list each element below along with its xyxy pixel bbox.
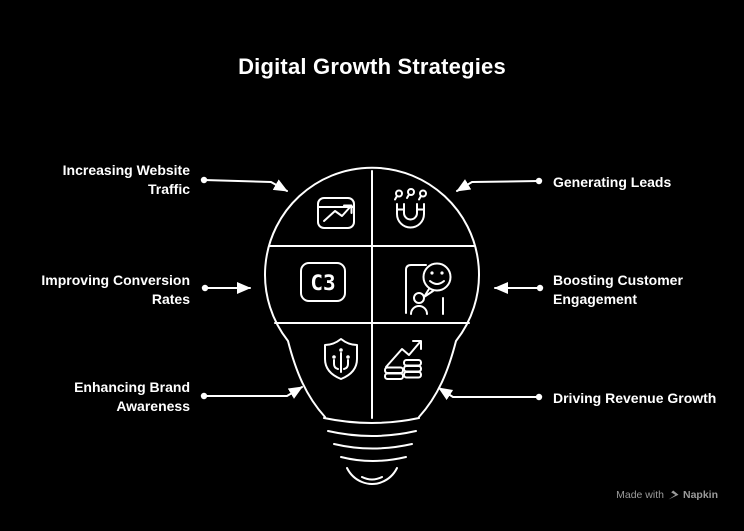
shield-circuit-icon (324, 338, 358, 380)
bulb-screw-base (323, 417, 420, 485)
connector-generating-leads (456, 177, 543, 192)
c3-badge-text: C3 (310, 271, 335, 295)
label-improving-conversion-rates: Improving Conversion Rates (41, 272, 190, 307)
c3-badge-icon: C3 (300, 262, 346, 302)
coins-growth-arrow-icon (384, 340, 422, 380)
customer-chat-smiley-icon (405, 262, 452, 315)
connector-improving-conversion-rates (201, 282, 251, 294)
label-boosting-customer-engagement: Boosting Customer Engagement (553, 272, 683, 307)
connector-driving-revenue-growth (438, 387, 543, 401)
connector-increasing-website-traffic (200, 176, 288, 192)
browser-trend-icon (317, 197, 355, 229)
page-title: Digital Growth Strategies (238, 54, 506, 79)
magnet-leads-icon (394, 188, 427, 229)
napkin-pen-nib-icon (668, 490, 679, 499)
made-with-napkin-credit[interactable]: Made with Napkin (616, 489, 718, 501)
made-with-text: Made with (616, 489, 664, 501)
napkin-brand-text: Napkin (682, 489, 718, 501)
label-enhancing-brand-awareness: Enhancing Brand Awareness (74, 379, 190, 414)
connector-enhancing-brand-awareness (200, 386, 303, 400)
connector-boosting-customer-engagement (494, 282, 544, 294)
label-driving-revenue-growth: Driving Revenue Growth (553, 390, 717, 406)
label-generating-leads: Generating Leads (553, 174, 672, 190)
lightbulb-outline (264, 166, 480, 485)
label-increasing-website-traffic: Increasing Website Traffic (62, 162, 190, 197)
